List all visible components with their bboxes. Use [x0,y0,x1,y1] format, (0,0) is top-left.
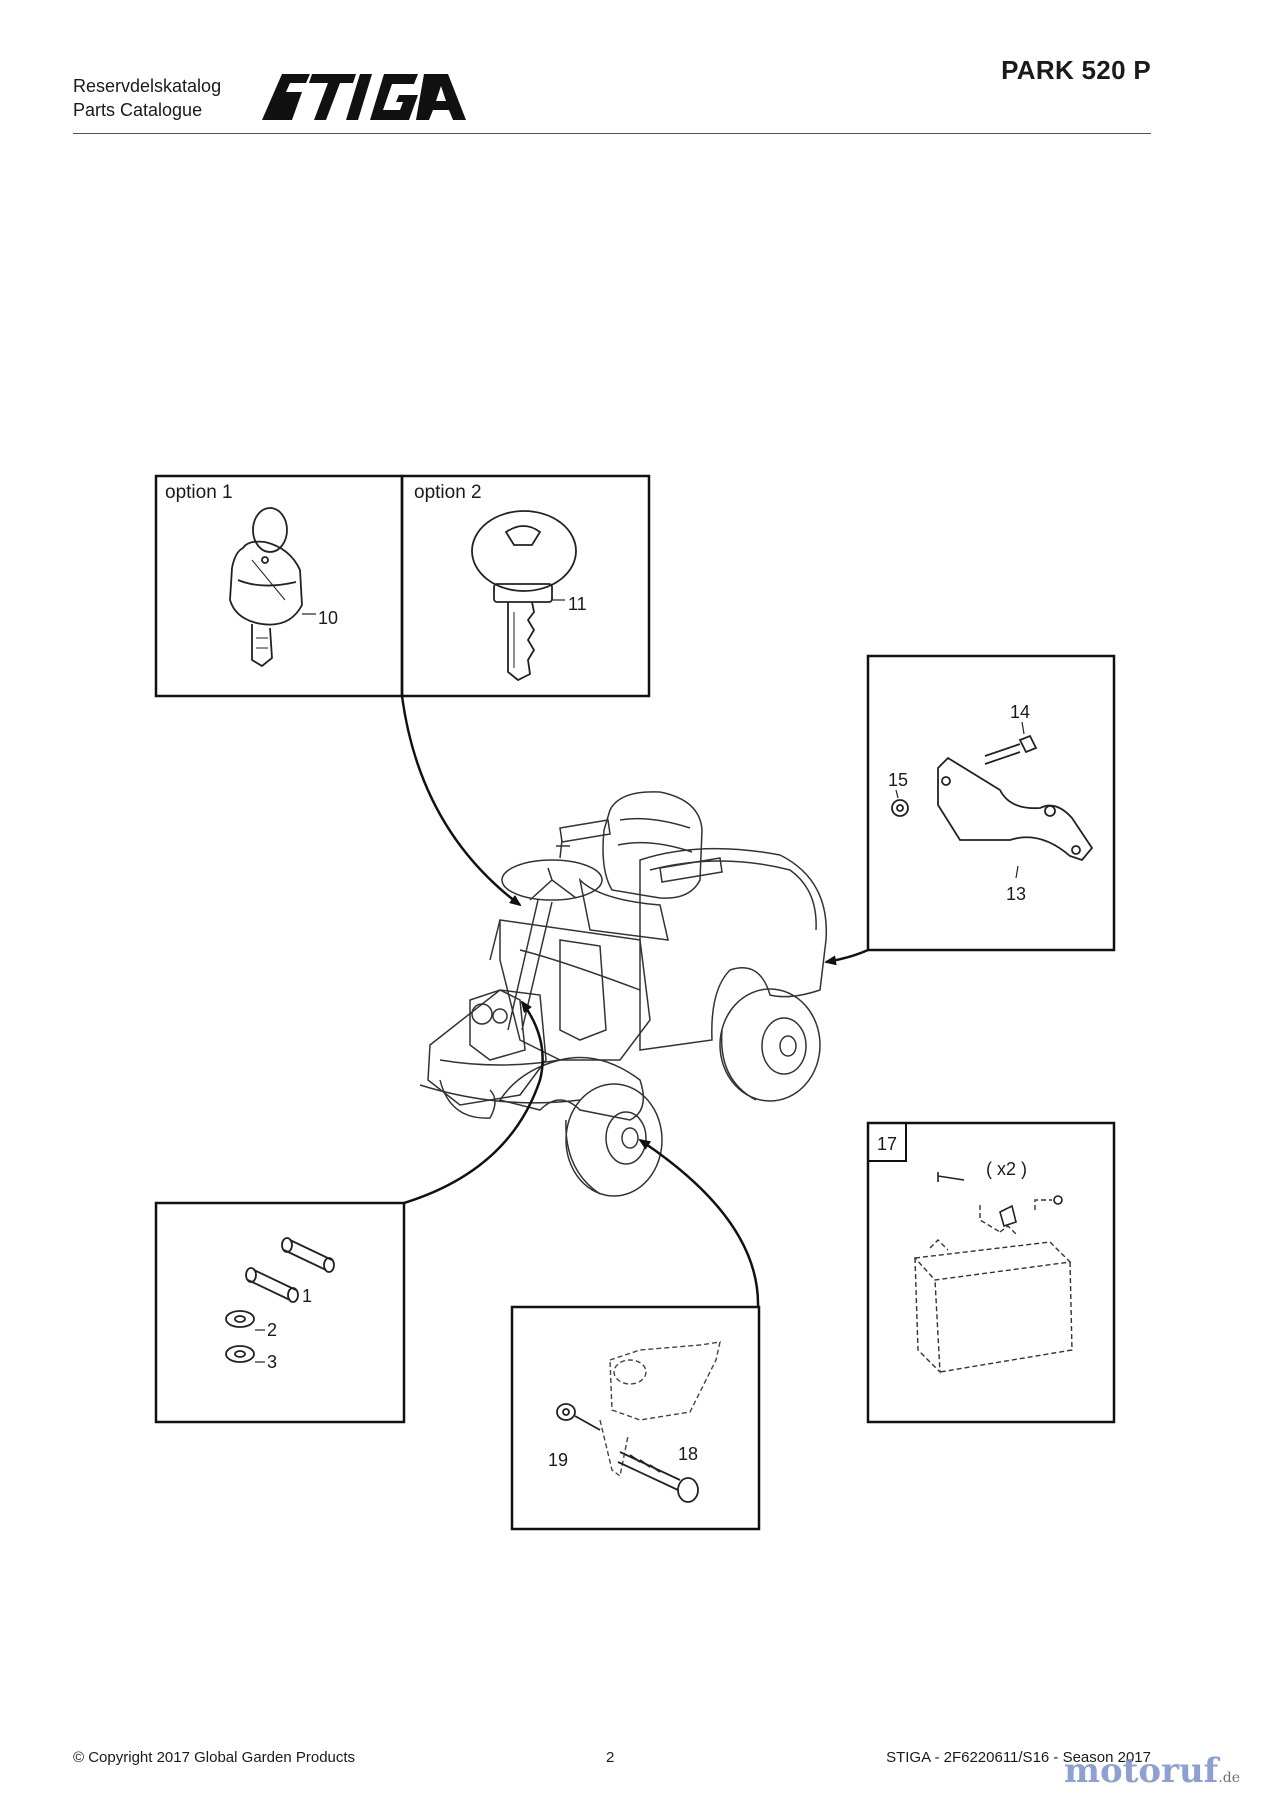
catalog-title-swedish: Reservdelskatalog [73,76,222,96]
callout-15: 15 [888,770,908,790]
option1-label: option 1 [165,482,233,503]
watermark: motoruf.de [1064,1751,1240,1791]
model-name: PARK 520 P [1001,55,1151,85]
callout-1: 1 [302,1286,312,1306]
callout-18: 18 [678,1444,698,1464]
copyright-notice: © Copyright 2017 Global Garden Products [73,1749,356,1766]
callout-13: 13 [1006,884,1026,904]
header-divider [73,133,1151,134]
callout-10: 10 [318,608,338,628]
bracket-detail-box: 14 15 13 [866,654,1116,952]
callout-19: 19 [548,1450,568,1470]
callout-2: 2 [267,1320,277,1340]
catalog-title: Reservdelskatalog Parts Catalogue [73,74,221,122]
callout-17: 17 [877,1134,897,1154]
leader-arrows [400,695,869,1308]
key-option1-illustration [229,507,303,668]
watermark-suffix: .de [1218,1770,1240,1786]
axle-bolt-detail-box: 19 18 [510,1305,761,1531]
callout-14: 14 [1010,702,1030,722]
option2-label: option 2 [414,482,482,503]
pins-detail-box: 1 2 3 [154,1201,406,1424]
watermark-text: motoruf [1064,1751,1219,1791]
ride-on-mower-illustration [419,791,828,1197]
battery-detail-box: 17 ( x2 ) [866,1121,1116,1424]
page-number: 2 [606,1749,615,1766]
stiga-logo [262,74,466,120]
callout-3: 3 [267,1352,277,1372]
callout-11: 11 [568,594,587,614]
document-reference: STIGA - 2F6220611/S16 - Season 2017 [886,1749,1151,1766]
quantity-note: ( x2 ) [986,1159,1027,1179]
key-option2-illustration [471,510,577,682]
key-options-box: option 1 option 2 10 11 [154,474,651,698]
catalog-title-english: Parts Catalogue [73,100,203,120]
